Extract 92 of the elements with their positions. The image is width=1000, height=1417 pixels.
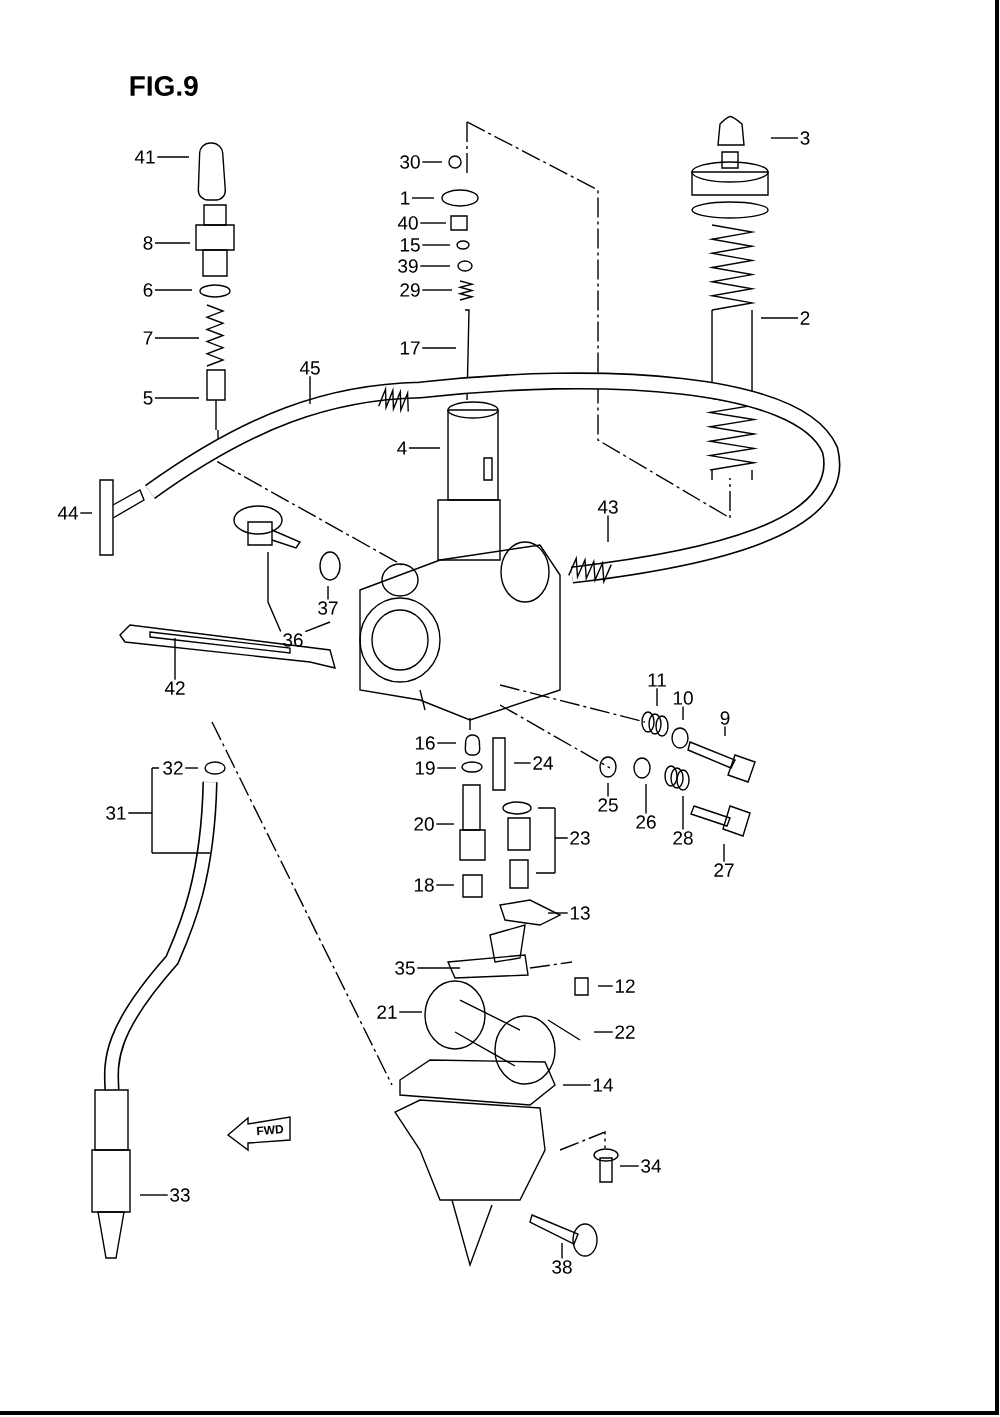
callout-number: 7 bbox=[143, 331, 153, 345]
leader-line bbox=[593, 1031, 614, 1033]
leader-line bbox=[723, 843, 725, 863]
leader-line bbox=[770, 137, 799, 139]
callout-number: 22 bbox=[615, 1025, 635, 1039]
callout-number: 28 bbox=[673, 831, 693, 845]
callout-number: 37 bbox=[318, 601, 338, 615]
leader-line bbox=[435, 884, 455, 886]
callout-number: 8 bbox=[143, 236, 153, 250]
callout-number: 33 bbox=[170, 1188, 190, 1202]
callout-number: 27 bbox=[714, 863, 734, 877]
leader-line bbox=[421, 161, 443, 163]
callout-number: 29 bbox=[400, 283, 420, 297]
callout-number: 11 bbox=[648, 673, 666, 687]
leader-line bbox=[184, 767, 199, 769]
callout-number: 21 bbox=[377, 1005, 397, 1019]
leader-line bbox=[421, 244, 451, 246]
callout-number: 45 bbox=[299, 361, 320, 375]
leader-line bbox=[79, 512, 93, 514]
figure-title: FIG.9 bbox=[130, 76, 198, 96]
leader-line bbox=[682, 795, 684, 831]
leader-line bbox=[562, 1084, 592, 1086]
callout-number: 38 bbox=[552, 1260, 572, 1274]
callout-number: 2 bbox=[800, 311, 810, 325]
leader-line bbox=[154, 289, 193, 291]
leader-line bbox=[656, 687, 658, 707]
callout-number: 44 bbox=[57, 506, 78, 520]
leader-line bbox=[309, 375, 311, 405]
leader-line bbox=[597, 985, 614, 987]
leader-line bbox=[547, 912, 569, 914]
leader-line bbox=[607, 782, 609, 798]
callout-number: 35 bbox=[395, 961, 415, 975]
leader-line bbox=[127, 767, 211, 854]
callout-number: 16 bbox=[415, 736, 435, 750]
callout-number: 13 bbox=[570, 906, 590, 920]
leader-line bbox=[760, 317, 799, 319]
callout-number: 30 bbox=[400, 155, 420, 169]
callout-number: 14 bbox=[593, 1078, 613, 1092]
leader-line bbox=[419, 265, 451, 267]
callout-number: 3 bbox=[800, 131, 810, 145]
callout-number: 41 bbox=[134, 150, 155, 164]
leader-line bbox=[416, 967, 461, 969]
leader-line bbox=[682, 705, 684, 721]
leader-line bbox=[645, 783, 647, 815]
leader-line bbox=[561, 1242, 563, 1260]
leader-line bbox=[724, 725, 726, 737]
callout-number: 20 bbox=[414, 817, 434, 831]
leader-line bbox=[139, 1194, 169, 1196]
callout-number: 4 bbox=[397, 441, 407, 455]
leader-line bbox=[327, 585, 329, 601]
leader-line bbox=[408, 447, 441, 449]
leader-line bbox=[154, 397, 200, 399]
callout-number: 10 bbox=[673, 691, 693, 705]
callout-number: 12 bbox=[615, 979, 635, 993]
callout-number: 43 bbox=[597, 500, 618, 514]
callout-number: 6 bbox=[143, 283, 153, 297]
direction-label: FWD bbox=[256, 1125, 284, 1136]
leader-line bbox=[435, 823, 455, 825]
leader-line bbox=[411, 197, 435, 199]
leader-line bbox=[154, 337, 200, 339]
callout-number: 32 bbox=[163, 761, 183, 775]
callout-number: 19 bbox=[415, 761, 435, 775]
callout-number: 24 bbox=[533, 756, 553, 770]
callout-number: 23 bbox=[570, 831, 590, 845]
callout-number: 15 bbox=[400, 238, 420, 252]
leader-line bbox=[421, 289, 453, 291]
leader-line bbox=[535, 807, 569, 874]
leader-line bbox=[154, 242, 191, 244]
leader-line bbox=[267, 551, 331, 633]
callout-number: 1 bbox=[401, 191, 410, 205]
leader-line bbox=[398, 1011, 423, 1013]
callout-number: 18 bbox=[414, 878, 434, 892]
leader-line bbox=[156, 156, 190, 158]
callout-number: 40 bbox=[397, 216, 418, 230]
leader-line bbox=[421, 347, 457, 349]
callout-number: 31 bbox=[106, 806, 126, 820]
leader-line bbox=[607, 514, 609, 543]
callout-number: 42 bbox=[164, 681, 185, 695]
callout-number: 25 bbox=[598, 798, 618, 812]
callout-number: 9 bbox=[720, 711, 730, 725]
leader-line bbox=[513, 762, 532, 764]
callout-number: 5 bbox=[143, 391, 153, 405]
callout-number: 34 bbox=[641, 1159, 661, 1173]
leader-line bbox=[174, 637, 176, 681]
callout-number: 39 bbox=[398, 259, 418, 273]
callout-number: 26 bbox=[636, 815, 656, 829]
callout-number: 36 bbox=[283, 633, 303, 647]
callout-number: 17 bbox=[400, 341, 420, 355]
leader-line bbox=[436, 767, 457, 769]
leader-line bbox=[619, 1165, 640, 1167]
leader-line bbox=[436, 742, 457, 744]
leader-line bbox=[419, 222, 447, 224]
